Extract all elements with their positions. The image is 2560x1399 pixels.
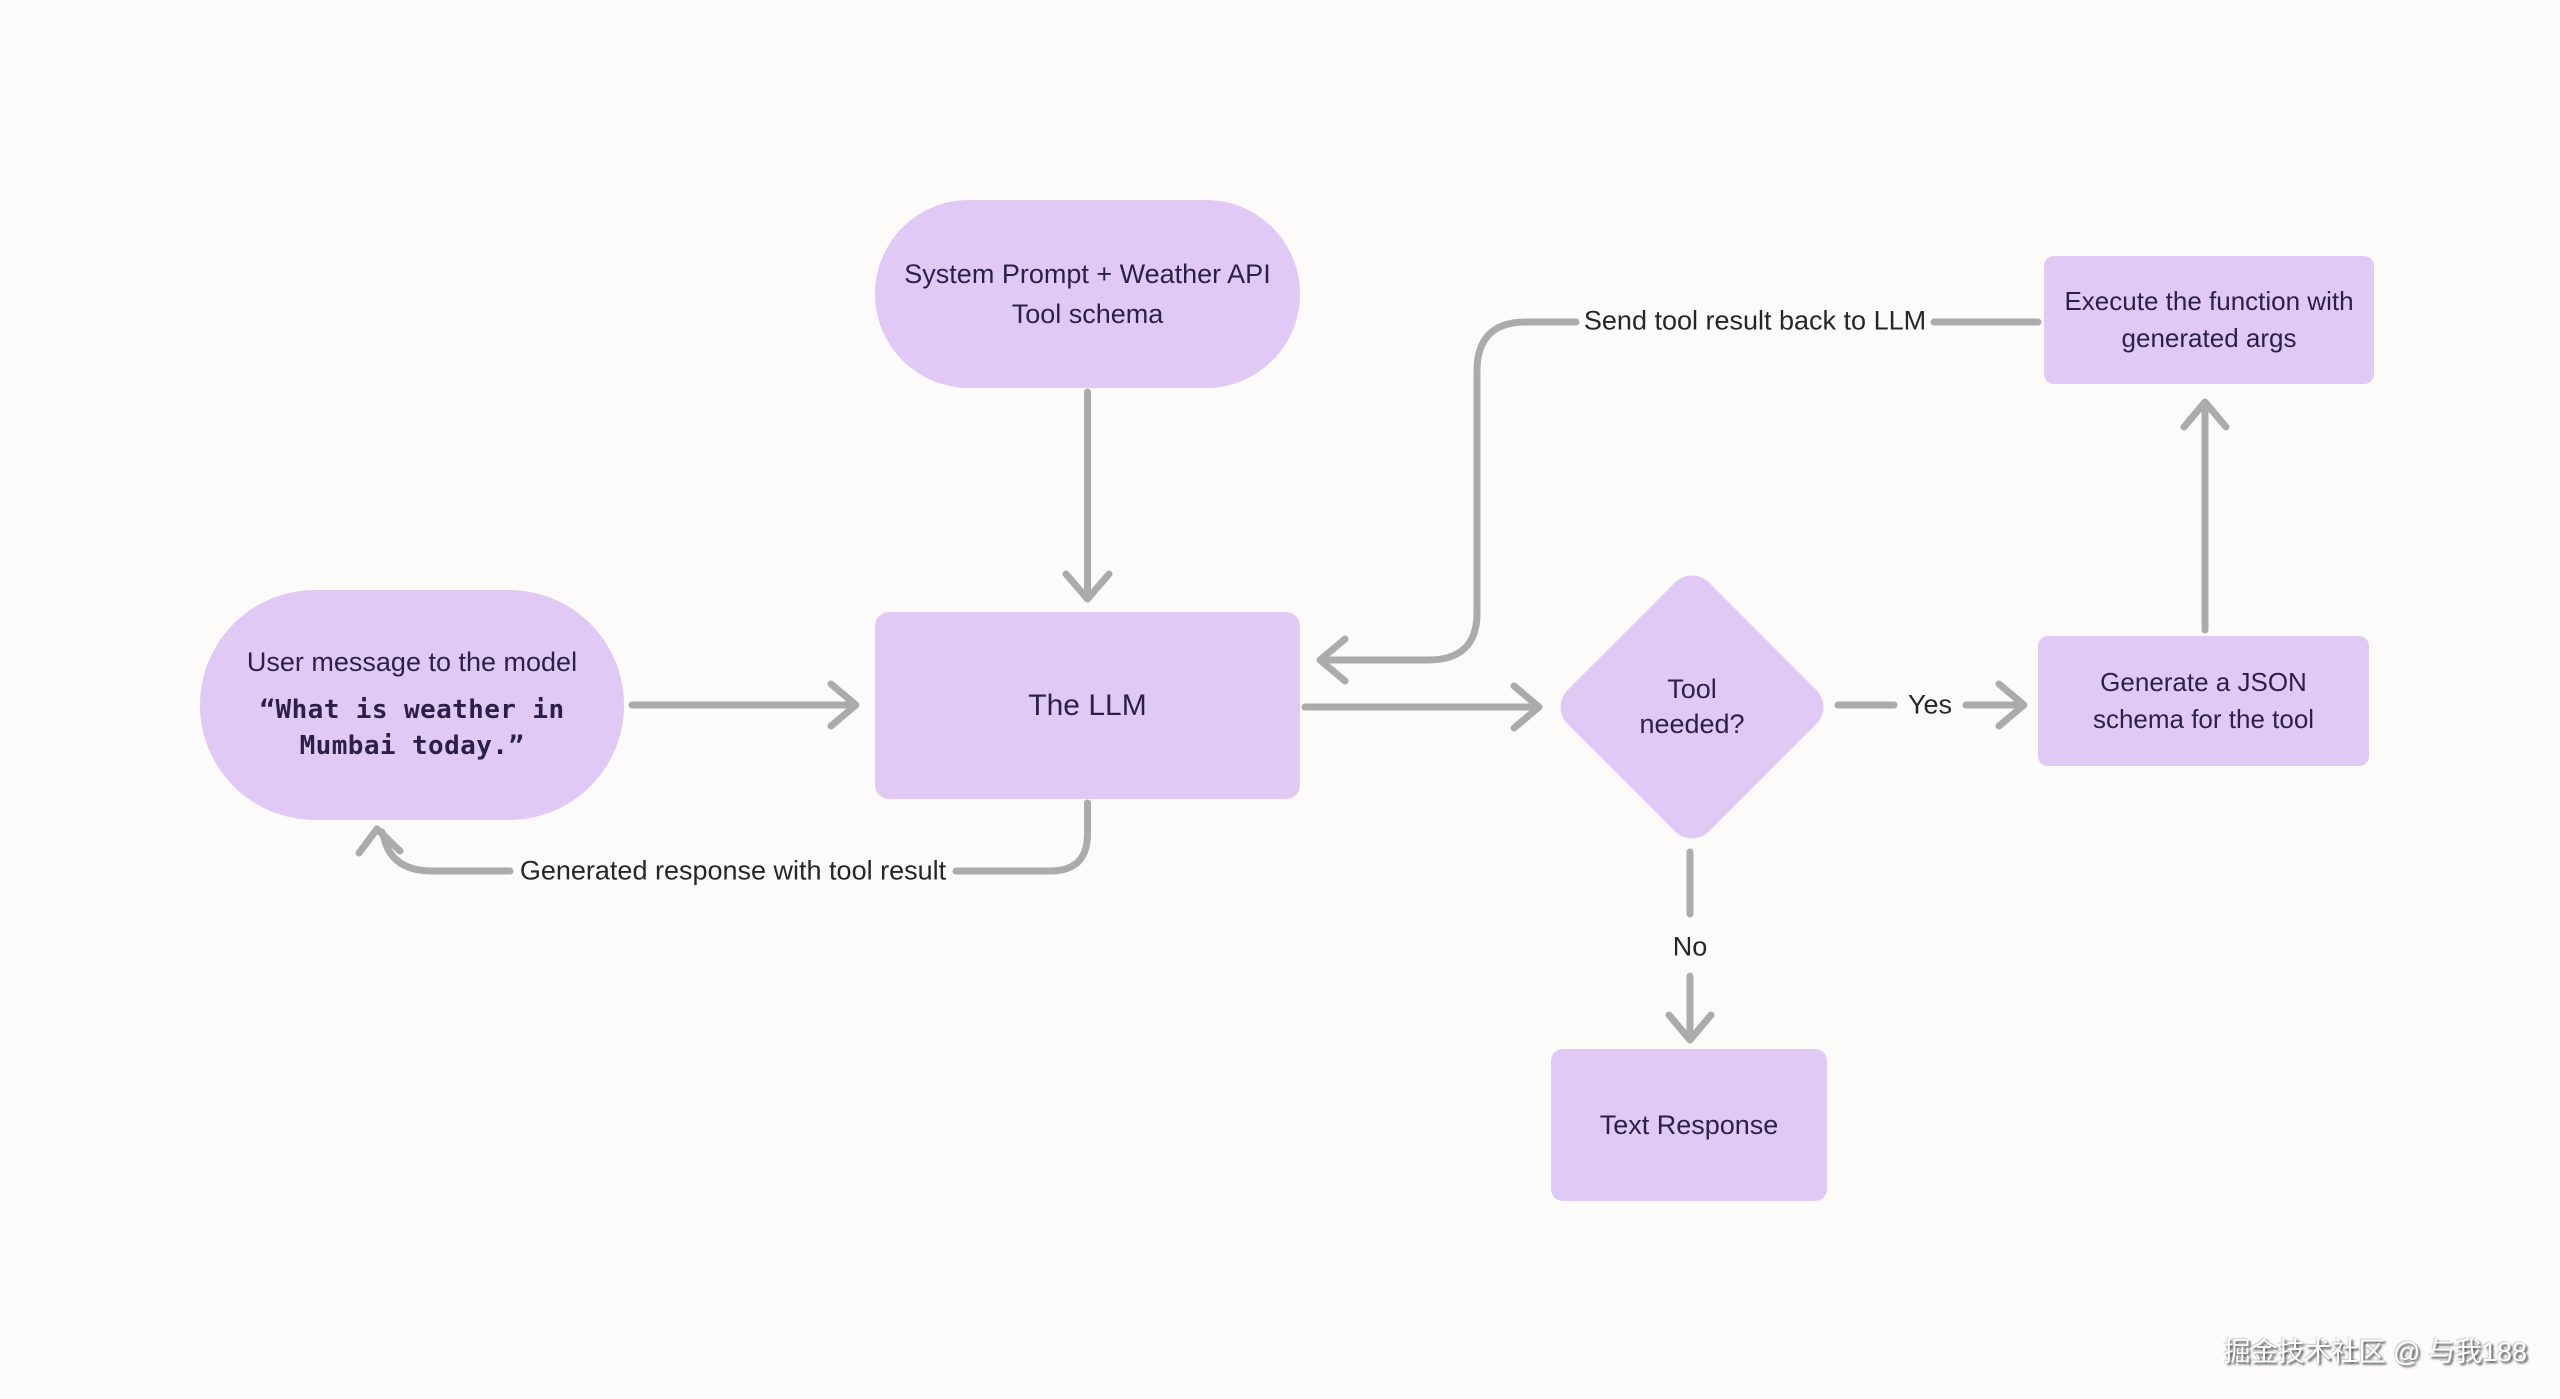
node-user-message: User message to the model “What is weath… <box>200 590 624 820</box>
node-system-prompt-line2: Tool schema <box>1011 299 1164 329</box>
node-llm: The LLM <box>875 612 1300 799</box>
edge-llm-to-decision-arrowhead <box>1510 682 1543 732</box>
edge-label-yes: Yes <box>1907 689 1953 720</box>
edge-decision-no-to-textresponse <box>1665 848 1715 1044</box>
edge-system-to-llm <box>1062 388 1113 603</box>
edge-llm-to-user-response <box>355 799 1091 875</box>
edge-yes-to-generate-arrowhead <box>1995 680 2028 730</box>
node-tool-needed: Tool needed? <box>1592 607 1792 807</box>
node-execute-function-line1: Execute the function with <box>2064 286 2354 316</box>
edge-label-to-llm-line <box>1320 318 1580 664</box>
node-execute-function: Execute the function with generated args <box>2044 256 2374 384</box>
edge-user-to-llm-arrowhead <box>827 680 860 730</box>
edge-execute-to-llm <box>1316 318 2042 685</box>
edge-label-no: No <box>1672 931 1708 962</box>
node-generate-schema: Generate a JSON schema for the tool <box>2038 636 2369 766</box>
node-execute-function-line2: generated args <box>2121 323 2297 353</box>
node-llm-label: The LLM <box>1028 688 1147 722</box>
node-text-response-label: Text Response <box>1599 1109 1779 1140</box>
edge-decision-yes-to-generate <box>1834 680 2028 730</box>
edge-label-to-llm-arrowhead <box>1316 635 1349 685</box>
node-generate-schema-line1: Generate a JSON <box>2100 667 2307 697</box>
node-tool-needed-line2: needed? <box>1639 709 1745 739</box>
node-user-message-quote-line2: Mumbai today.” <box>299 730 525 761</box>
node-user-message-quote-line1: “What is weather in <box>259 694 565 725</box>
edge-llm-to-decision <box>1301 682 1543 732</box>
edge-user-to-llm <box>628 680 860 730</box>
watermark-text: 掘金技术社区 @ 与我188 <box>2223 1337 2527 1367</box>
edge-label-generated-response: Generated response with tool result <box>519 855 947 886</box>
edge-genlabel-to-user-arrowhead <box>355 825 404 857</box>
edge-no-to-textresponse-arrowhead <box>1665 1011 1715 1044</box>
node-system-prompt: System Prompt + Weather API Tool schema <box>875 200 1300 388</box>
edge-label-send-tool-result: Send tool result back to LLM <box>1583 305 1927 336</box>
node-text-response: Text Response <box>1551 1049 1827 1201</box>
node-user-message-title: User message to the model <box>246 646 578 677</box>
edge-system-to-llm-arrowhead <box>1062 570 1113 603</box>
edge-llm-to-genlabel-line <box>952 799 1091 875</box>
edge-generate-to-execute <box>2180 398 2230 634</box>
node-generate-schema-line2: schema for the tool <box>2092 704 2315 734</box>
node-tool-needed-line1: Tool <box>1667 674 1717 704</box>
node-system-prompt-line1: System Prompt + Weather API <box>904 259 1271 289</box>
edge-generate-to-execute-arrowhead <box>2180 398 2230 431</box>
